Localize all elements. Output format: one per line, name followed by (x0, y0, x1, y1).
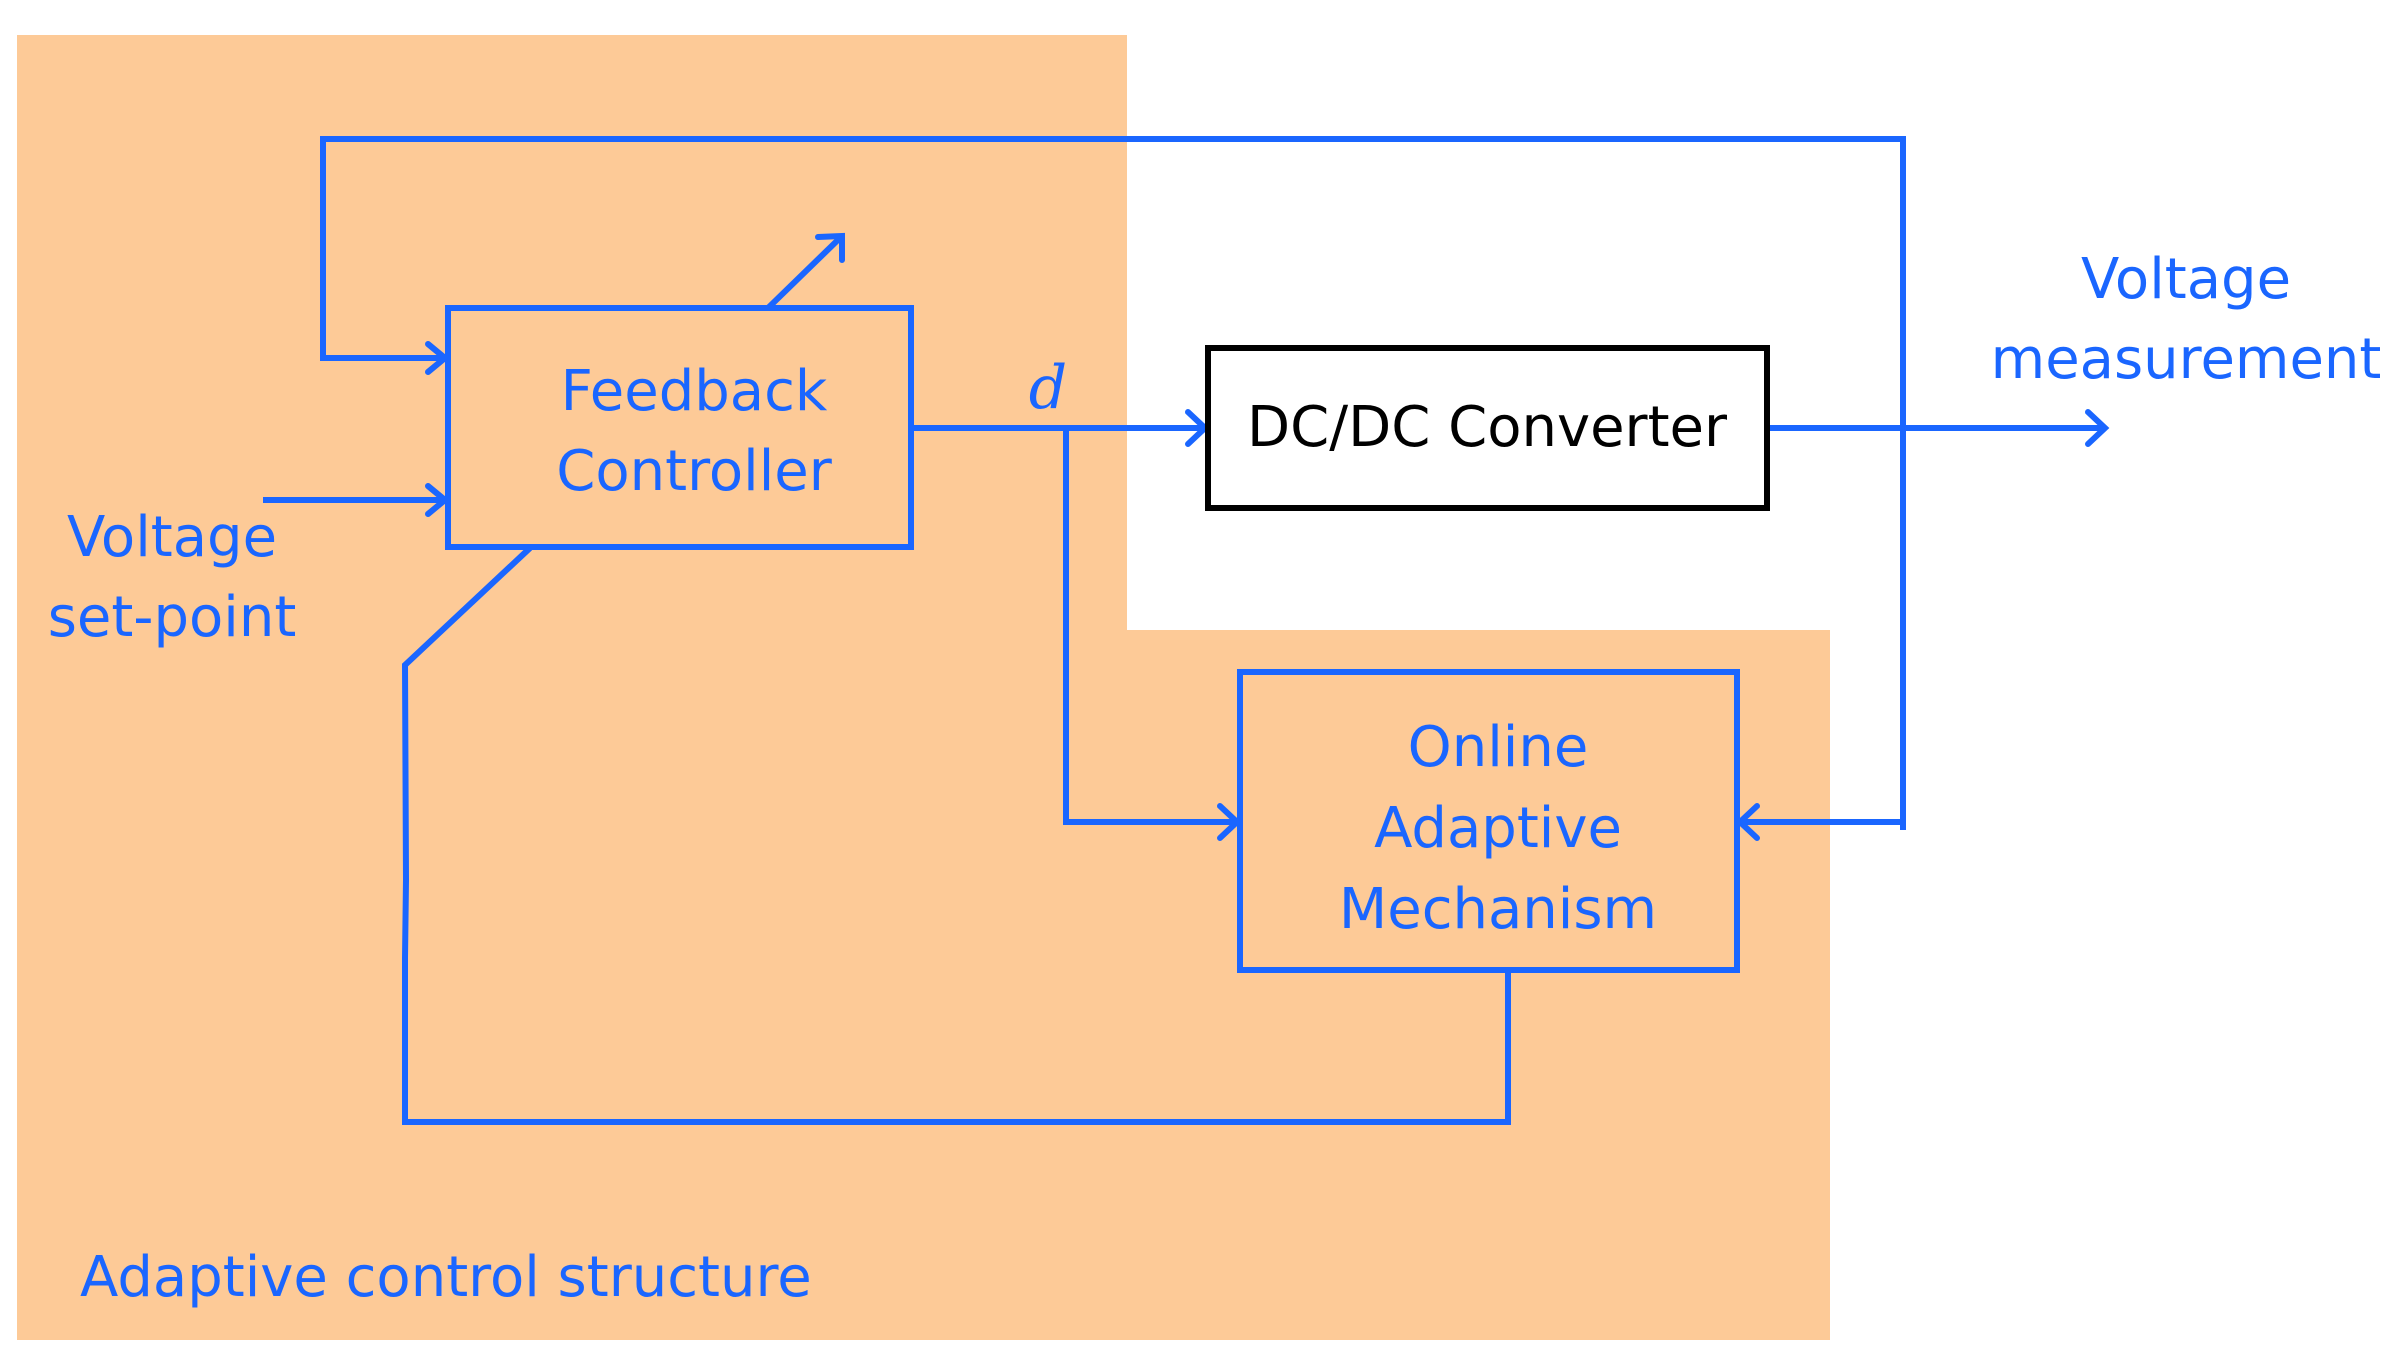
feedback-controller-label-line1: Feedback (561, 359, 828, 424)
dc-converter-block: DC/DC Converter (1205, 345, 1770, 511)
measurement-label-line2: measurement (1991, 327, 2382, 392)
arrowhead-measurement-output (2085, 409, 2110, 447)
duty-branch-line (1063, 428, 1237, 825)
adaptive-output-line (401, 545, 1511, 1125)
measurement-label-line1: Voltage (2081, 247, 2291, 312)
adaptive-mechanism-label-line1: Online (1408, 715, 1589, 780)
dc-converter-label: DC/DC Converter (1247, 395, 1728, 460)
measurement-feedback-line (320, 136, 1906, 830)
adaptive-mechanism-label-line3: Mechanism (1339, 877, 1657, 942)
feedback-controller-label-line2: Controller (556, 439, 832, 504)
adaptive-mechanism-label-line2: Adaptive (1374, 796, 1622, 861)
setpoint-label-line1: Voltage (67, 505, 277, 570)
signal-lines (263, 136, 2105, 1125)
adaptive-structure-label: Adaptive control structure (80, 1245, 812, 1310)
duty-signal-label: d (1029, 353, 1067, 423)
feedback-controller-block: Feedback Controller (445, 305, 914, 550)
adjust-arrow-line (765, 233, 845, 311)
arrowhead-adjust (815, 232, 845, 263)
setpoint-label-line2: set-point (48, 585, 297, 650)
adaptive-structure-region (17, 35, 1830, 1340)
adaptive-mechanism-block: Online Adaptive Mechanism (1237, 669, 1740, 973)
